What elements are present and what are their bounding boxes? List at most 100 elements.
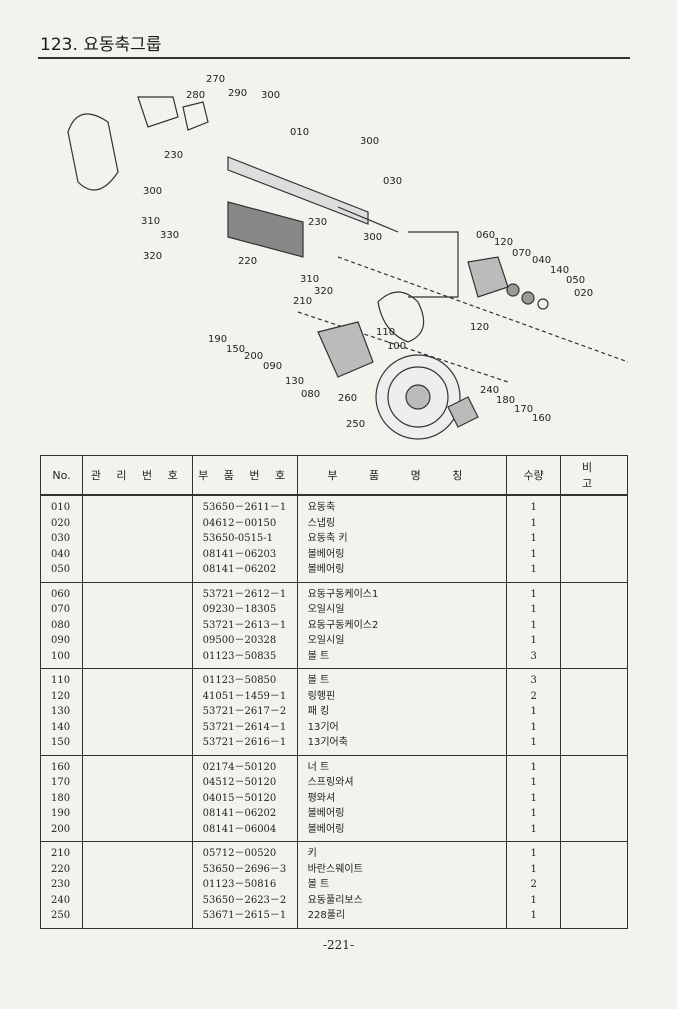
title-divider xyxy=(38,57,630,59)
management-no-cell xyxy=(81,877,193,893)
callout-label: 210 xyxy=(293,296,312,307)
management-no-cell xyxy=(81,908,193,929)
part-no-cell: 01123－50816 xyxy=(191,877,298,893)
management-no-cell xyxy=(81,806,193,822)
part-name-cell: 13기어축 xyxy=(296,735,508,756)
note-cell xyxy=(560,790,628,806)
part-no-cell: 09500－20328 xyxy=(191,633,298,649)
callout-label: 260 xyxy=(338,393,357,404)
callout-label: 220 xyxy=(238,256,257,267)
callout-label: 280 xyxy=(186,90,205,101)
callout-label: 270 xyxy=(206,74,225,85)
part-number-cell-no: 250 xyxy=(40,908,83,929)
part-no-cell: 53650-0515-1 xyxy=(191,531,298,547)
part-number-cell-no: 160 xyxy=(40,755,83,775)
part-no-cell: 05712－00520 xyxy=(191,841,298,862)
note-cell xyxy=(560,861,628,877)
part-no-cell: 53721－2617－2 xyxy=(191,704,298,720)
note-cell xyxy=(560,688,628,704)
note-cell xyxy=(560,877,628,893)
part-no-cell: 04512－50120 xyxy=(191,775,298,791)
column-header-part-no: 부 품 번 호 xyxy=(191,455,298,496)
part-name-cell: 볼 트 xyxy=(296,648,508,669)
callout-label: 200 xyxy=(244,351,263,362)
part-name-cell: 너 트 xyxy=(296,755,508,775)
callout-label: 170 xyxy=(514,404,533,415)
note-cell xyxy=(560,617,628,633)
part-number-cell-no: 060 xyxy=(40,582,83,602)
callout-label: 300 xyxy=(143,186,162,197)
callout-label: 320 xyxy=(314,286,333,297)
callout-label: 010 xyxy=(290,127,309,138)
part-name-cell: 13기어 xyxy=(296,719,508,735)
callout-label: 310 xyxy=(141,216,160,227)
part-number-cell-no: 110 xyxy=(40,668,83,689)
callout-label: 230 xyxy=(164,150,183,161)
management-no-cell xyxy=(81,602,193,618)
management-no-cell xyxy=(81,755,193,775)
part-number-cell-no: 120 xyxy=(40,688,83,704)
column-header-note: 비 고 xyxy=(560,455,628,496)
part-number-cell-no: 050 xyxy=(40,562,83,583)
management-no-cell xyxy=(81,735,193,756)
note-cell xyxy=(560,908,628,929)
column-header-no: No. xyxy=(40,455,83,496)
part-name-cell: 볼 트 xyxy=(296,877,508,893)
note-cell xyxy=(560,648,628,669)
part-number-cell-no: 010 xyxy=(40,495,83,516)
quantity-cell: 2 xyxy=(506,688,562,704)
management-no-cell xyxy=(81,790,193,806)
quantity-cell: 1 xyxy=(506,602,562,618)
callout-label: 250 xyxy=(346,419,365,430)
note-cell xyxy=(560,602,628,618)
management-no-cell xyxy=(81,861,193,877)
callout-label: 300 xyxy=(360,136,379,147)
callout-label: 310 xyxy=(300,274,319,285)
note-cell xyxy=(560,806,628,822)
part-no-cell: 08141－06004 xyxy=(191,821,298,842)
quantity-cell: 1 xyxy=(506,704,562,720)
management-no-cell xyxy=(81,688,193,704)
management-no-cell xyxy=(81,719,193,735)
note-cell xyxy=(560,775,628,791)
part-name-cell: 요동구동케이스1 xyxy=(296,582,508,602)
quantity-cell: 1 xyxy=(506,861,562,877)
callout-label: 020 xyxy=(574,288,593,299)
note-cell xyxy=(560,633,628,649)
quantity-cell: 1 xyxy=(506,775,562,791)
quantity-cell: 3 xyxy=(506,648,562,669)
exploded-parts-diagram: 270 280 290 300 010 300 030 230 300 310 … xyxy=(67,74,629,440)
callout-label: 140 xyxy=(550,265,569,276)
part-no-cell: 41051－1459－1 xyxy=(191,688,298,704)
quantity-cell: 1 xyxy=(506,892,562,908)
note-cell xyxy=(560,755,628,775)
management-no-cell xyxy=(81,582,193,602)
part-number-cell-no: 020 xyxy=(40,515,83,531)
callout-label: 330 xyxy=(160,230,179,241)
quantity-cell: 1 xyxy=(506,515,562,531)
part-name-cell: 228풀리 xyxy=(296,908,508,929)
management-no-cell xyxy=(81,495,193,516)
callout-label: 300 xyxy=(363,232,382,243)
callout-label: 320 xyxy=(143,251,162,262)
part-number-cell-no: 230 xyxy=(40,877,83,893)
callout-label: 130 xyxy=(285,376,304,387)
part-number-cell-no: 180 xyxy=(40,790,83,806)
callout-label: 300 xyxy=(261,90,280,101)
callout-label: 190 xyxy=(208,334,227,345)
quantity-cell: 1 xyxy=(506,531,562,547)
part-number-cell-no: 080 xyxy=(40,617,83,633)
part-number-cell-no: 220 xyxy=(40,861,83,877)
